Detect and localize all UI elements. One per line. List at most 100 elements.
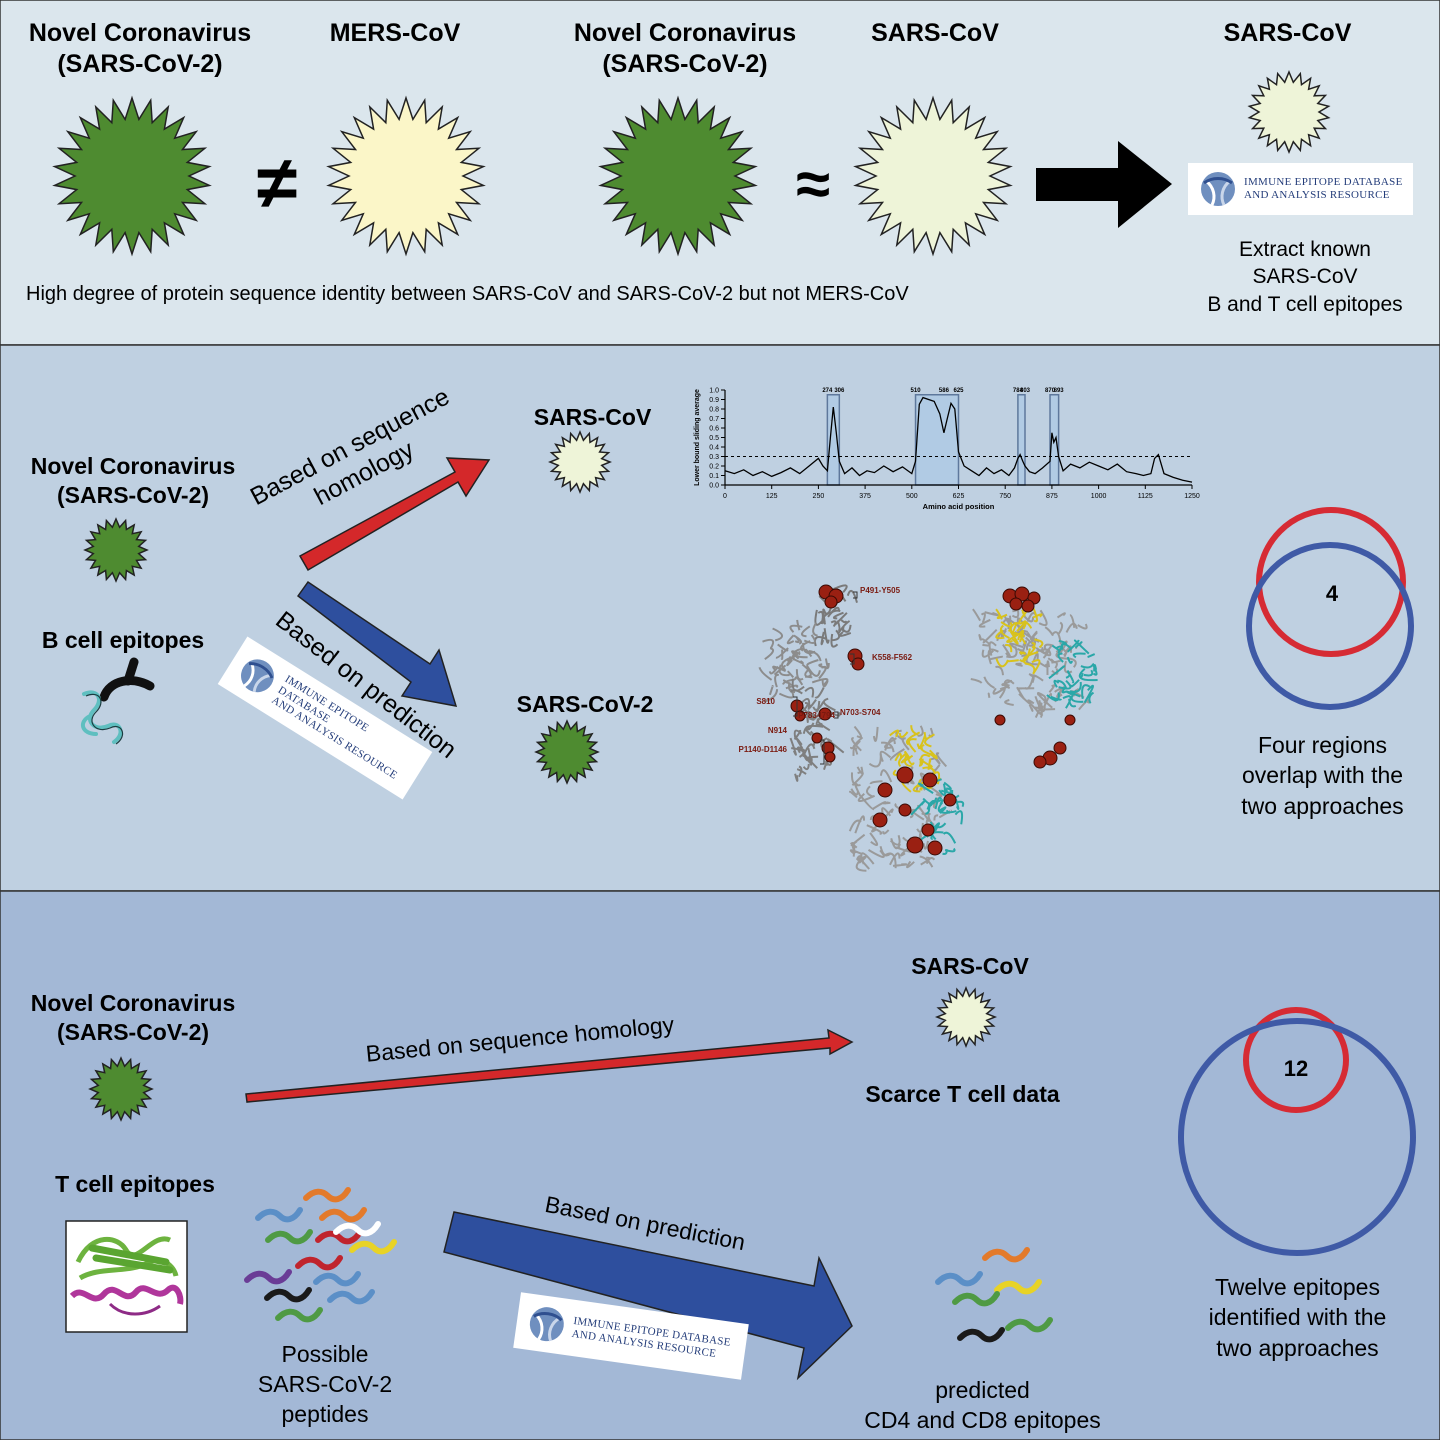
structure-strand bbox=[1069, 614, 1076, 629]
chart-y-tick-label: 0.7 bbox=[709, 416, 719, 423]
panel2-sars2-label: SARS-CoV-2 bbox=[516, 691, 654, 717]
sars-virus-icon bbox=[853, 95, 1013, 257]
chart-region-2 bbox=[914, 394, 960, 486]
structure-strand bbox=[833, 612, 848, 626]
structure-bracket bbox=[850, 653, 855, 665]
structure-strand bbox=[999, 624, 1010, 639]
structure-strand bbox=[1063, 660, 1073, 674]
structure-strand bbox=[852, 746, 859, 756]
structure-strand bbox=[806, 756, 813, 766]
structure-strand bbox=[823, 628, 830, 644]
structure-strand bbox=[800, 640, 811, 652]
sars-virus-icon bbox=[1247, 70, 1331, 154]
sars-virus-icon bbox=[934, 985, 998, 1049]
structure-strand bbox=[791, 678, 805, 692]
panel3-tcell-label: T cell epitopes bbox=[55, 1171, 215, 1197]
structure-strand bbox=[1057, 652, 1064, 663]
structure-strand bbox=[954, 810, 964, 825]
epitope-sphere bbox=[1064, 714, 1076, 726]
structure-bracket bbox=[853, 591, 858, 599]
structure-strand bbox=[850, 833, 866, 847]
structure-label: S810 bbox=[756, 697, 775, 706]
structure-strand bbox=[928, 785, 943, 797]
chart-y-tick-label: 0.4 bbox=[709, 445, 719, 452]
structure-strand bbox=[901, 737, 910, 751]
panel3-novel-line1: Novel Coronavirus bbox=[30, 990, 236, 1016]
structure-strand bbox=[1018, 629, 1025, 643]
structure-strand bbox=[984, 611, 999, 617]
structure-strand bbox=[851, 737, 862, 752]
structure-strand bbox=[995, 658, 1010, 668]
structure-strand bbox=[906, 860, 915, 869]
peptide-squiggle bbox=[295, 1255, 343, 1271]
structure-strand bbox=[850, 788, 859, 796]
panel1-novel2-line1: Novel Coronavirus bbox=[573, 19, 797, 47]
sars2-virus-icon bbox=[598, 95, 758, 257]
predicted-epitopes-text: predicted CD4 and CD8 epitopes bbox=[835, 1376, 1130, 1436]
structure-strand bbox=[1031, 642, 1036, 649]
prediction-arrow-panel2 bbox=[296, 580, 458, 707]
structure-strand bbox=[1015, 662, 1023, 667]
structure-strand bbox=[781, 656, 792, 671]
structure-strand bbox=[866, 824, 883, 835]
four-regions-text: Four regions overlap with the two approa… bbox=[1215, 730, 1430, 821]
structure-strand bbox=[798, 765, 803, 778]
structure-strand bbox=[879, 750, 892, 762]
structure-label: P783-I794 bbox=[798, 711, 835, 720]
predicted-line2: CD4 and CD8 epitopes bbox=[864, 1406, 1101, 1433]
structure-strand bbox=[925, 803, 931, 815]
structure-strand bbox=[922, 840, 929, 850]
structure-strand bbox=[1032, 652, 1039, 662]
four-line1: Four regions bbox=[1257, 732, 1388, 758]
chart-y-tick-label: 0.1 bbox=[709, 473, 719, 480]
structure-strand bbox=[942, 831, 957, 844]
homology-arrow-panel2 bbox=[298, 457, 491, 572]
structure-strand bbox=[791, 650, 801, 660]
structure-strand bbox=[812, 622, 818, 637]
structure-strand bbox=[890, 838, 901, 850]
epitope-sphere bbox=[906, 836, 924, 854]
structure-strand bbox=[821, 678, 829, 688]
iedb-logo-panel3: IMMUNE EPITOPE DATABASE AND ANALYSIS RES… bbox=[513, 1292, 749, 1380]
structure-strand bbox=[983, 676, 995, 689]
panel2-bcell-label: B cell epitopes bbox=[41, 627, 205, 653]
structure-strand bbox=[808, 650, 822, 662]
structure-strand bbox=[1074, 641, 1083, 649]
structure-strand bbox=[854, 782, 862, 797]
structure-strand bbox=[1004, 644, 1013, 653]
structure-strand bbox=[869, 780, 883, 785]
structure-strand bbox=[1036, 692, 1053, 709]
panel1-novel2-label: Novel Coronavirus (SARS-CoV-2) bbox=[565, 18, 805, 81]
structure-strand bbox=[1087, 653, 1096, 658]
structure-strand bbox=[954, 798, 960, 810]
structure-strand bbox=[1078, 667, 1098, 682]
epitope-sphere bbox=[994, 714, 1006, 726]
epitope-sphere bbox=[824, 595, 838, 609]
structure-strand bbox=[922, 766, 936, 774]
structure-strand bbox=[1003, 679, 1015, 686]
extract-arrow bbox=[1036, 141, 1172, 228]
structure-label: P1140-D1146 bbox=[738, 745, 788, 754]
structure-strand bbox=[1046, 660, 1050, 676]
structure-strand bbox=[768, 685, 774, 696]
peptide-squiggle bbox=[1005, 1317, 1053, 1333]
structure-strand bbox=[1077, 623, 1088, 630]
structure-strand bbox=[789, 737, 797, 756]
structure-strand bbox=[981, 637, 991, 647]
structure-strand bbox=[1062, 695, 1072, 709]
structure-strand bbox=[1047, 657, 1055, 664]
structure-strand bbox=[762, 638, 775, 649]
structure-strand bbox=[848, 819, 862, 832]
structure-bracket bbox=[834, 711, 839, 719]
structure-bracket bbox=[820, 739, 825, 765]
structure-strand bbox=[830, 629, 841, 642]
structure-strand bbox=[1066, 669, 1075, 684]
structure-strand bbox=[1080, 672, 1084, 678]
structure-strand bbox=[1032, 613, 1043, 619]
structure-strand bbox=[807, 710, 816, 718]
panel-2-background bbox=[0, 344, 1440, 892]
structure-strand bbox=[989, 655, 1004, 661]
structure-strand bbox=[1091, 663, 1098, 676]
sars-virus-icon bbox=[548, 430, 612, 494]
